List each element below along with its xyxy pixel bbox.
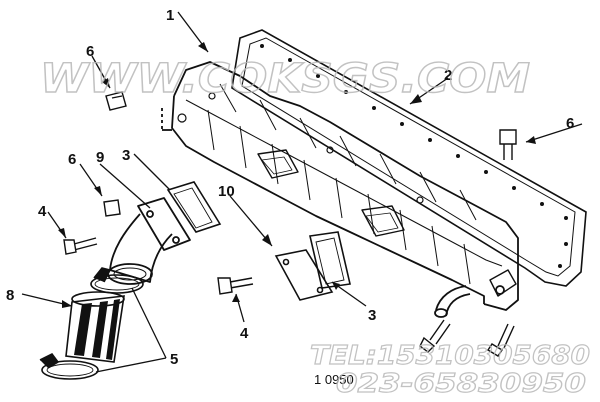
callout-part-6-right: 6 <box>566 115 574 132</box>
capscrew-part4-left <box>63 237 98 255</box>
callout-part-5: 5 <box>170 351 178 368</box>
watermark-site: WWW.COKSGS.COM <box>40 56 530 102</box>
capscrew-part4-right <box>217 277 254 295</box>
exhaust-manifold <box>161 61 519 318</box>
capscrew-part6-right <box>499 129 517 160</box>
capscrew-lower-right <box>487 323 515 357</box>
manifold-gasket <box>231 29 587 287</box>
capscrew-part6-middle <box>103 199 121 217</box>
callout-part-4-right: 4 <box>240 325 249 342</box>
callout-part-4-left: 4 <box>38 203 47 220</box>
callout-part-10: 10 <box>218 183 235 200</box>
callout-part-6-top: 6 <box>86 43 94 60</box>
watermark-phone-1: TEL:15310305680 <box>310 341 590 371</box>
callout-part-2: 2 <box>444 67 452 84</box>
callout-part-9: 9 <box>96 149 104 166</box>
figure-number: 1 0950 <box>314 372 354 387</box>
watermark-phone-2: 023-65830950 <box>336 369 586 399</box>
clamp-lower <box>39 352 99 380</box>
watermark: WWW.COKSGS.COM TEL:15310305680 023-65830… <box>39 55 590 399</box>
capscrew-part6-top-left <box>105 91 127 111</box>
callout-part-3-lower: 3 <box>368 307 376 324</box>
clamp-upper <box>90 267 144 294</box>
outlet-gasket-upper <box>166 181 222 233</box>
capscrew-lower-left <box>419 319 451 353</box>
callout-part-6-middle: 6 <box>68 151 76 168</box>
callout-labels: 1 2 3 3 4 4 5 6 6 6 8 9 10 1 0950 <box>6 7 574 387</box>
callout-part-8: 8 <box>6 287 14 304</box>
leader-arrowheads <box>58 42 536 308</box>
flex-tube <box>65 291 125 363</box>
callout-part-3-upper: 3 <box>122 147 130 164</box>
callout-part-1: 1 <box>166 7 174 24</box>
cover-plate <box>274 249 334 301</box>
